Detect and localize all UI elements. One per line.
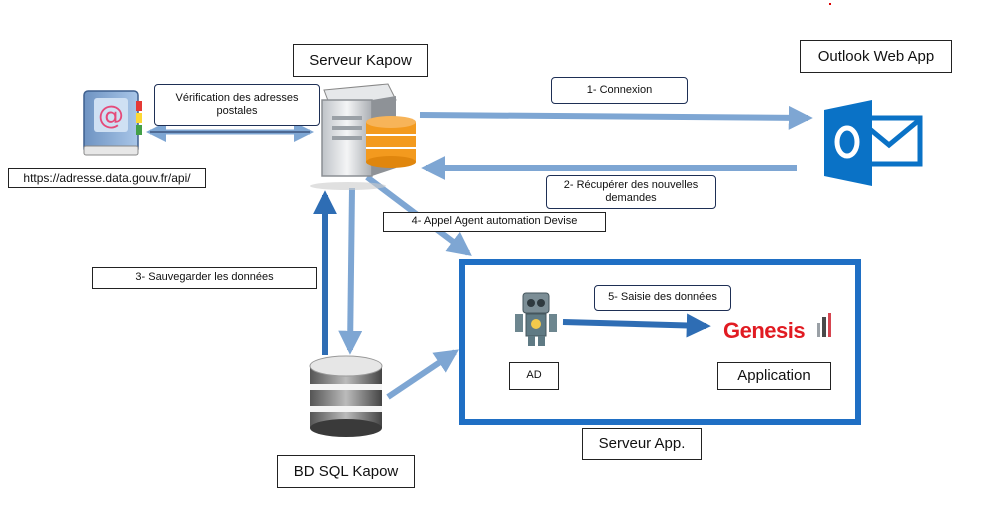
app-server-label: Serveur App. [582, 428, 702, 460]
robot-icon [515, 292, 557, 346]
arrow-db-to-app [386, 349, 459, 400]
arrow-server-to-db [338, 187, 363, 355]
app-server-frame [459, 259, 861, 425]
step5-label: 5- Saisie des données [594, 285, 731, 311]
arrow-step1 [419, 105, 813, 130]
step3-label: 3- Sauvegarder les données [92, 267, 317, 289]
address-api-label: https://adresse.data.gouv.fr/api/ [8, 168, 206, 188]
genesis-logo: Genesis [723, 318, 806, 343]
robot-label: AD [509, 362, 559, 390]
database-orange-icon [366, 116, 416, 168]
step1-label: 1- Connexion [551, 77, 688, 104]
outlook-web-app-label: Outlook Web App [800, 40, 952, 73]
verify-addresses-label: Vérification des adresses postales [154, 84, 320, 126]
application-label: Application [717, 362, 831, 390]
kapow-server-label: Serveur Kapow [293, 44, 428, 77]
red-dot-mark [829, 3, 831, 5]
step4-label: 4- Appel Agent automation Devise [383, 212, 606, 232]
arrow-step5 [562, 313, 711, 338]
outlook-icon [824, 100, 923, 186]
address-book-icon: @ [83, 90, 142, 156]
step2-label: 2- Récupérer des nouvelles demandes [546, 175, 716, 209]
genesis-logo-mark [817, 313, 831, 337]
sql-database-icon [309, 355, 383, 437]
svg-text:@: @ [98, 101, 124, 131]
sql-db-label: BD SQL Kapow [277, 455, 415, 488]
